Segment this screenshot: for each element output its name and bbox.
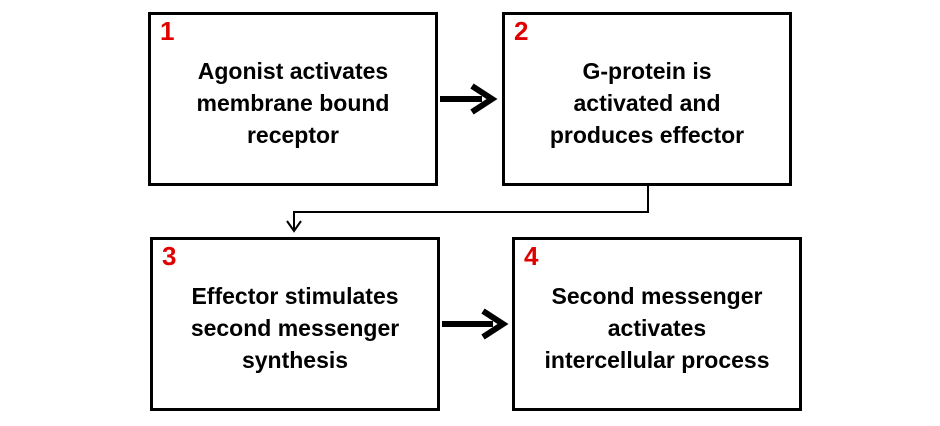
- connector-step2-to-step3: [286, 186, 649, 233]
- step-text-line: G-protein is: [582, 58, 712, 84]
- step-text-line: produces effector: [549, 122, 745, 148]
- step-number: 3: [162, 241, 177, 271]
- step-number: 2: [514, 16, 529, 46]
- step-text-line: Agonist activates: [197, 58, 389, 84]
- step-text-line: Effector stimulates: [191, 283, 399, 309]
- step-text-line: activated and: [573, 90, 721, 116]
- arrow-step1-to-step2: [440, 83, 498, 115]
- step-text-line: synthesis: [241, 347, 349, 373]
- step-description: Agonist activates membrane bound recepto…: [169, 55, 417, 151]
- step-text-line: activates: [607, 315, 707, 341]
- step-description: Effector stimulates second messenger syn…: [171, 280, 419, 376]
- step-box-2: 2 G-protein is activated and produces ef…: [502, 12, 792, 186]
- step-text-line: receptor: [246, 122, 340, 148]
- step-description: Second messenger activates intercellular…: [533, 280, 781, 376]
- step-description: G-protein is activated and produces effe…: [523, 55, 771, 151]
- step-number: 1: [160, 16, 175, 46]
- arrow-step3-to-step4: [442, 308, 509, 340]
- step-box-1: 1 Agonist activates membrane bound recep…: [148, 12, 438, 186]
- step-text-line: Second messenger: [551, 283, 763, 309]
- step-text-line: membrane bound: [196, 90, 390, 116]
- step-text-line: second messenger: [190, 315, 400, 341]
- step-box-4: 4 Second messenger activates intercellul…: [512, 237, 802, 411]
- step-box-3: 3 Effector stimulates second messenger s…: [150, 237, 440, 411]
- step-number: 4: [524, 241, 539, 271]
- step-text-line: intercellular process: [544, 347, 770, 373]
